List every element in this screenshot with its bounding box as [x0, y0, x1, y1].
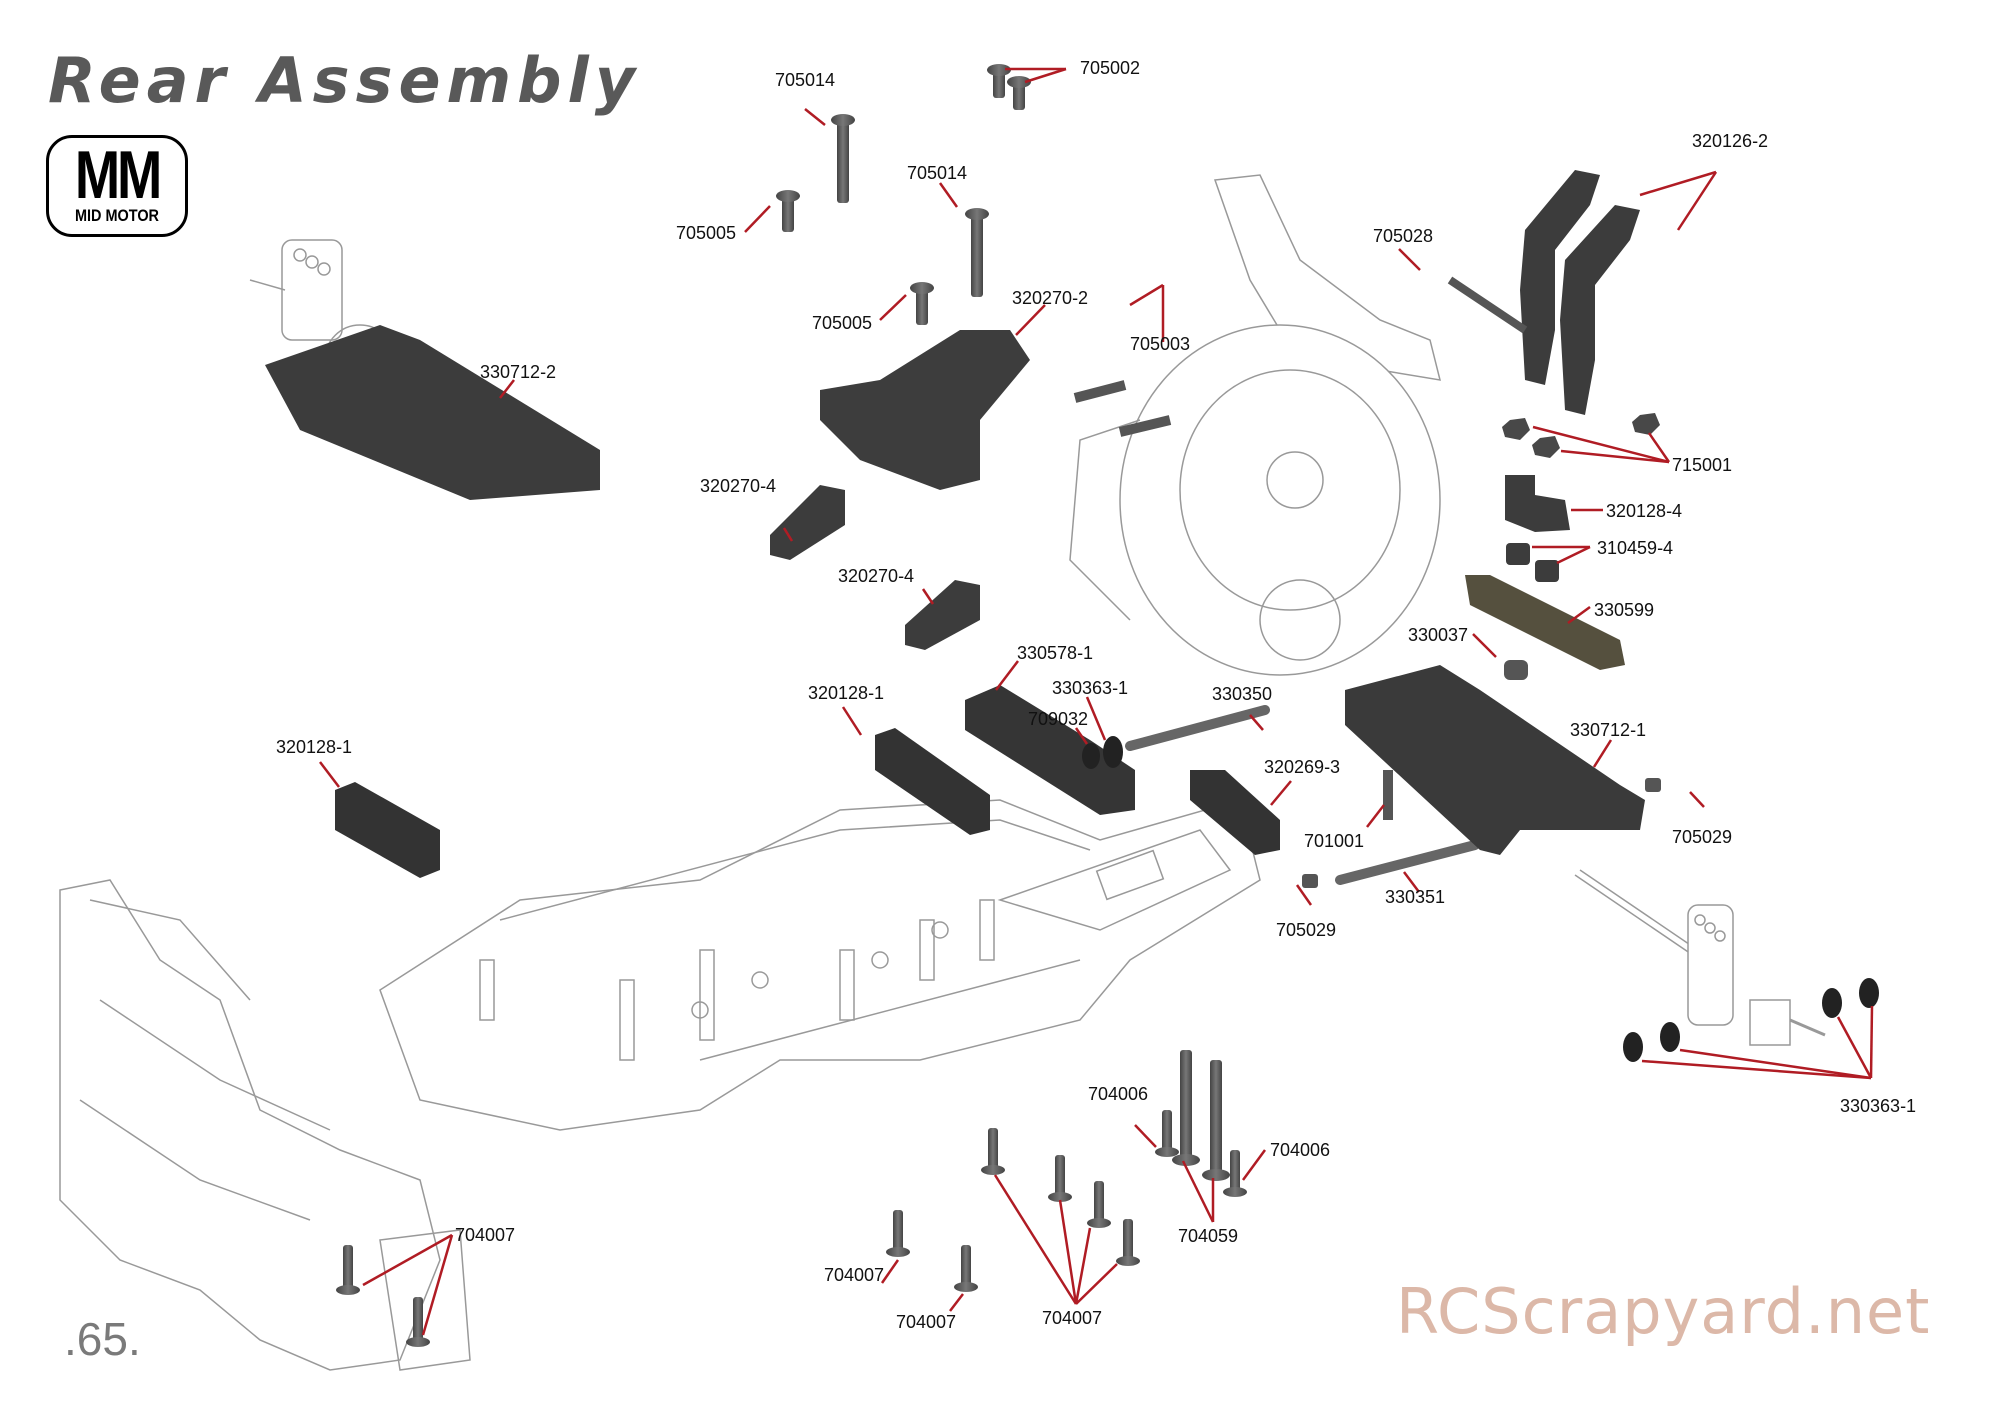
right-hub-carrier-outline — [1574, 869, 1826, 1046]
part-330037 — [1504, 660, 1528, 680]
part-label-330037: 330037 — [1408, 625, 1469, 645]
part-709032 — [1082, 743, 1100, 769]
part-320128-1-b — [335, 782, 440, 878]
part-701001 — [1383, 770, 1393, 820]
part-310459-4-a — [1506, 543, 1530, 565]
part-310459-4-b — [1535, 560, 1559, 582]
part-330363-1-d — [1822, 988, 1842, 1018]
part-label-701001: 701001 — [1304, 831, 1365, 851]
left-hub-carrier-outline — [249, 239, 396, 396]
part-label-705028: 705028 — [1373, 226, 1434, 246]
part-330363-1-e — [1859, 978, 1879, 1008]
part-330712-1 — [1345, 665, 1645, 855]
part-label-320126-2: 320126-2 — [1692, 131, 1769, 151]
screw-705005-b — [916, 285, 928, 325]
part-label-705005: 705005 — [812, 313, 873, 333]
part-320126-2-b — [1560, 205, 1640, 415]
screw-705014-b — [971, 212, 983, 297]
part-label-704007: 704007 — [455, 1225, 516, 1245]
page-title: Rear Assembly — [48, 44, 642, 117]
part-label-320128-1: 320128-1 — [276, 737, 353, 757]
part-320270-4-a — [770, 485, 845, 560]
gearbox-outline — [1069, 174, 1442, 676]
part-label-330712-2: 330712-2 — [480, 362, 557, 382]
part-label-704006: 704006 — [1088, 1084, 1149, 1104]
part-705029-a — [1302, 874, 1318, 888]
part-label-320128-1: 320128-1 — [808, 683, 885, 703]
part-label-704007: 704007 — [1042, 1308, 1103, 1328]
screw-705003-b — [1118, 415, 1172, 437]
part-label-330363-1: 330363-1 — [1052, 678, 1129, 698]
parts — [265, 170, 1879, 1062]
part-label-705005: 705005 — [676, 223, 737, 243]
part-label-705002: 705002 — [1080, 58, 1141, 78]
part-label-705003: 705003 — [1130, 334, 1191, 354]
part-label-320270-4: 320270-4 — [700, 476, 777, 496]
screw-705005-a — [782, 192, 794, 232]
part-330712-2 — [265, 325, 600, 500]
part-label-705014: 705014 — [775, 70, 836, 90]
part-320128-4 — [1505, 475, 1570, 532]
part-label-704006: 704006 — [1270, 1140, 1331, 1160]
watermark: RCScrapyard.net — [1396, 1275, 1931, 1348]
part-label-709032: 709032 — [1028, 709, 1089, 729]
part-label-320270-4: 320270-4 — [838, 566, 915, 586]
leader-lines — [319, 67, 1874, 1336]
part-320128-1-a — [875, 728, 990, 835]
part-label-330363-1: 330363-1 — [1840, 1096, 1917, 1116]
screw-705003-a — [1073, 380, 1127, 403]
part-label-704007: 704007 — [824, 1265, 885, 1285]
badge-main-text: MM — [74, 137, 162, 213]
part-label-320269-3: 320269-3 — [1264, 757, 1341, 777]
part-320270-2 — [820, 330, 1030, 490]
part-715001-b — [1532, 436, 1560, 458]
part-label-705014: 705014 — [907, 163, 968, 183]
part-label-705029: 705029 — [1672, 827, 1733, 847]
part-label-320270-2: 320270-2 — [1012, 288, 1089, 308]
part-label-330712-1: 330712-1 — [1570, 720, 1647, 740]
part-label-330351: 330351 — [1385, 887, 1446, 907]
part-330578-1 — [965, 685, 1135, 815]
part-330351 — [1335, 840, 1480, 885]
part-label-330350: 330350 — [1212, 684, 1273, 704]
part-330363-1-b — [1623, 1032, 1643, 1062]
part-label-715001: 715001 — [1672, 455, 1733, 475]
part-label-705029: 705029 — [1276, 920, 1337, 940]
screw-705014-a — [837, 118, 849, 203]
part-705029-b — [1645, 778, 1661, 792]
part-label-330578-1: 330578-1 — [1017, 643, 1094, 663]
mid-motor-badge: MM MID MOTOR — [46, 135, 188, 237]
part-label-704059: 704059 — [1178, 1226, 1239, 1246]
part-320269-3 — [1190, 770, 1280, 855]
part-label-330599: 330599 — [1594, 600, 1655, 620]
screw-705028 — [1447, 276, 1528, 334]
page-number: .65. — [64, 1313, 141, 1365]
part-label-704007: 704007 — [896, 1312, 957, 1332]
part-715001-a — [1502, 418, 1530, 440]
part-330599 — [1465, 575, 1625, 670]
screws — [336, 64, 1528, 1347]
part-330350 — [1125, 705, 1270, 751]
part-320270-4-b — [905, 580, 980, 650]
badge-sub-text: MID MOTOR — [74, 206, 160, 225]
part-715001-c — [1632, 413, 1660, 435]
part-label-320128-4: 320128-4 — [1606, 501, 1683, 521]
part-330363-1-a — [1103, 736, 1123, 768]
part-320126-2-a — [1520, 170, 1600, 385]
part-label-310459-4: 310459-4 — [1597, 538, 1674, 558]
part-330363-1-c — [1660, 1022, 1680, 1052]
